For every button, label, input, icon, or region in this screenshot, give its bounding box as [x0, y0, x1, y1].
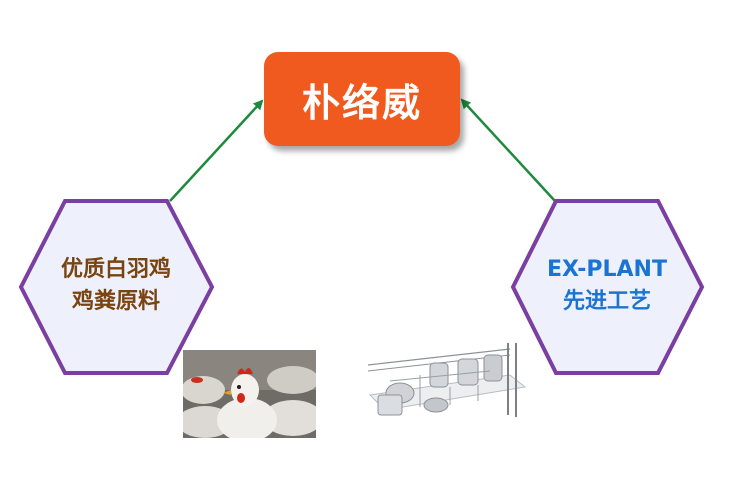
left-node-line1: 优质白羽鸡 — [60, 257, 171, 282]
left-node-line2: 鸡粪原料 — [71, 288, 160, 314]
arrow-left-to-center — [169, 99, 264, 202]
hexagon-right — [510, 199, 705, 375]
chicken-photo — [183, 350, 316, 438]
center-label: 朴络威 — [301, 80, 422, 125]
hexagon-left — [18, 199, 215, 375]
processing-plant-illustration — [360, 335, 530, 435]
left-node-label: 优质白羽鸡 鸡粪原料 — [26, 254, 206, 318]
right-node-label: EX-PLANT 先进工艺 — [512, 254, 702, 318]
arrow-right-to-center — [460, 98, 556, 202]
right-node-line1: EX-PLANT — [547, 257, 667, 282]
center-node: 朴络威 — [264, 52, 460, 146]
right-node-line2: 先进工艺 — [562, 288, 651, 314]
